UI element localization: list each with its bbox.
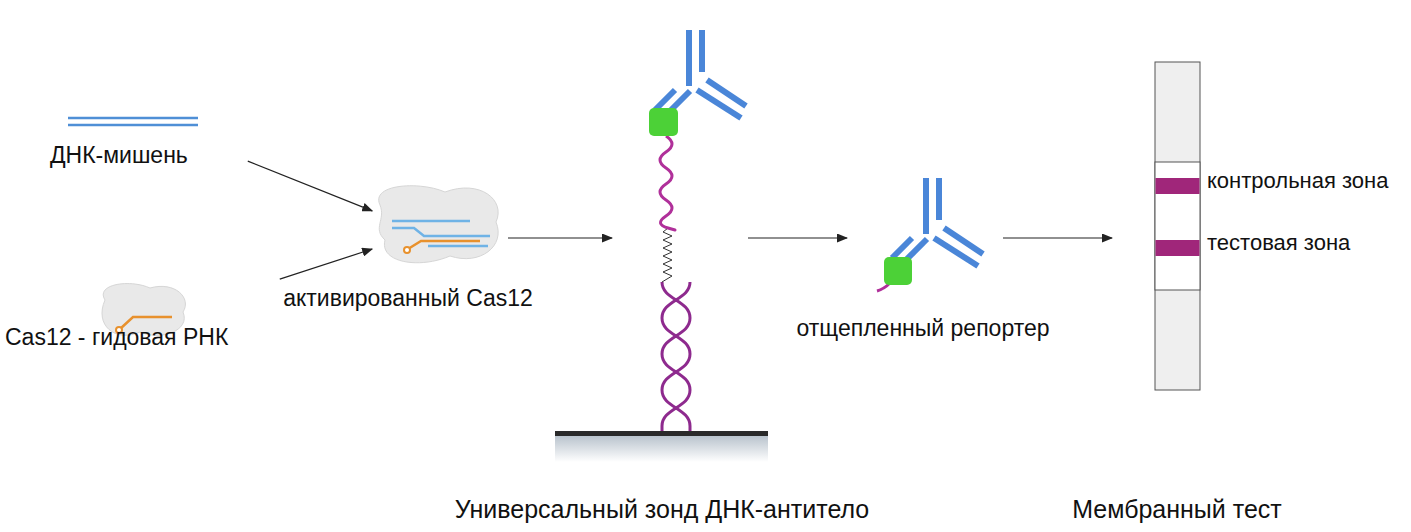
dna-antibody-probe	[555, 30, 768, 462]
figure-label: отщепленный репортер	[796, 315, 1049, 343]
zone-label: контрольная зона	[1207, 168, 1389, 194]
figure-label: Cas12 - гидовая РНК	[5, 324, 228, 352]
cleaved-reporter	[877, 178, 983, 291]
figure-label: ДНК-мишень	[50, 142, 188, 170]
membrane-strip	[1155, 62, 1200, 390]
figure-node: Универсальный зонд ДНК-антитело	[615, 25, 745, 450]
zone-label: тестовая зона	[1207, 230, 1350, 256]
process-arrow	[508, 237, 612, 238]
figure-node: Cas12 - гидовая РНК	[5, 280, 305, 362]
figure-label: активированный Cas12	[283, 285, 533, 313]
process-arrow	[1003, 237, 1112, 238]
process-arrow	[248, 161, 372, 211]
activated-cas12-blob	[379, 186, 498, 263]
process-arrow	[748, 237, 847, 238]
figure-node: отщепленный репортер	[850, 180, 1000, 295]
figure-node: ДНК-мишень	[45, 108, 245, 178]
figure-node: активированный Cas12	[375, 185, 505, 265]
figure-label: Универсальный зонд ДНК-антитело	[455, 494, 869, 524]
figure-node: контрольная зонатестовая зонаМембранный …	[1115, 62, 1200, 390]
figure-label: Мембранный тест	[1072, 494, 1282, 524]
target-dna	[68, 118, 198, 125]
process-arrow	[280, 249, 372, 279]
